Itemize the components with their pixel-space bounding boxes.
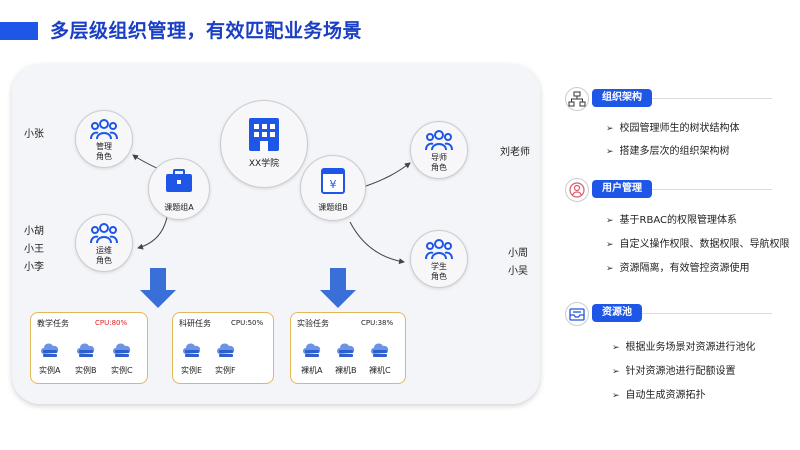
cloud-server-icon <box>337 343 355 357</box>
ops-role-node: 运维 角色 <box>75 214 133 272</box>
section-title-pool: 资源池 <box>592 304 642 322</box>
instance-label: 实例A <box>39 366 61 375</box>
person-mentor: 刘老师 <box>500 147 530 158</box>
ops-role-line2: 角色 <box>96 256 112 265</box>
bullet-item: ➢自定义操作权限、数据权限、导航权限 <box>606 239 790 250</box>
group-a-node: 课题组A <box>148 158 210 220</box>
instance-label: 实例B <box>75 366 97 375</box>
people-icon <box>425 239 453 260</box>
task-cpu: CPU:38% <box>361 319 394 327</box>
student-role-node: 学生 角色 <box>410 230 468 288</box>
group-a-label: 课题组A <box>164 203 194 212</box>
section-title-org: 组织架构 <box>592 89 652 107</box>
ops-role-line1: 运维 <box>96 246 112 255</box>
college-node: XX学院 <box>220 100 308 188</box>
cloud-server-icon <box>183 343 201 357</box>
group-b-node: ¥ 课题组B <box>300 155 366 221</box>
svg-text:¥: ¥ <box>330 178 337 191</box>
section-title-users: 用户管理 <box>592 180 652 198</box>
briefcase-icon <box>166 169 192 192</box>
mentor-role-node: 导师 角色 <box>410 121 468 179</box>
bullet-item: ➢基于RBAC的权限管理体系 <box>606 215 738 226</box>
person-admin: 小张 <box>24 129 44 140</box>
building-icon <box>249 118 279 151</box>
task-title: 实验任务 <box>297 319 329 328</box>
mentor-role-line2: 角色 <box>431 163 447 172</box>
user-icon <box>565 178 589 202</box>
group-b-label: 课题组B <box>318 203 348 212</box>
cloud-server-icon <box>41 343 59 357</box>
bullet-item: ➢自动生成资源拓扑 <box>612 390 706 401</box>
bullet-item: ➢校园管理师生的树状结构体 <box>606 123 740 134</box>
person-student-2: 小吴 <box>508 266 528 277</box>
people-icon <box>425 130 453 151</box>
inbox-icon <box>565 302 589 326</box>
task-lab: 实验任务 CPU:38% 裸机A 裸机B 裸机C <box>290 312 406 384</box>
college-label: XX学院 <box>248 159 280 169</box>
student-role-line1: 学生 <box>431 262 447 271</box>
task-title: 科研任务 <box>179 319 211 328</box>
bullet-item: ➢根据业务场景对资源进行池化 <box>612 342 756 353</box>
task-research: 科研任务 CPU:50% 实例E 实例F <box>172 312 274 384</box>
task-teaching: 教学任务 CPU:80% 实例A 实例B 实例C <box>30 312 148 384</box>
instance-label: 实例E <box>181 366 203 375</box>
cloud-server-icon <box>113 343 131 357</box>
org-chart-icon <box>565 87 589 111</box>
cloud-server-icon <box>217 343 235 357</box>
cloud-server-icon <box>371 343 389 357</box>
instance-label: 裸机C <box>369 366 391 375</box>
admin-role-line1: 管理 <box>96 142 112 151</box>
header-accent-bar <box>0 22 38 40</box>
bullet-item: ➢针对资源池进行配额设置 <box>612 366 736 377</box>
person-ops-1: 小胡 <box>24 226 44 237</box>
person-student-1: 小周 <box>508 248 528 259</box>
people-icon <box>90 119 118 140</box>
admin-role-node: 管理 角色 <box>75 110 133 168</box>
people-icon <box>90 223 118 244</box>
cloud-server-icon <box>77 343 95 357</box>
task-cpu: CPU:80% <box>95 319 128 327</box>
student-role-line2: 角色 <box>431 272 447 281</box>
cloud-server-icon <box>303 343 321 357</box>
instance-label: 实例C <box>111 366 133 375</box>
bullet-item: ➢搭建多层次的组织架构树 <box>606 146 730 157</box>
page-title: 多层级组织管理，有效匹配业务场景 <box>50 20 363 42</box>
person-ops-2: 小王 <box>24 244 44 255</box>
admin-role-line2: 角色 <box>96 152 112 161</box>
invoice-icon: ¥ <box>321 168 345 194</box>
task-cpu: CPU:50% <box>231 319 264 327</box>
instance-label: 裸机B <box>335 366 357 375</box>
down-arrow-icon <box>140 268 176 308</box>
mentor-role-line1: 导师 <box>431 153 447 162</box>
section-divider <box>592 98 772 99</box>
section-divider <box>592 313 772 314</box>
person-ops-3: 小李 <box>24 262 44 273</box>
section-divider <box>592 189 772 190</box>
instance-label: 实例F <box>215 366 236 375</box>
instance-label: 裸机A <box>301 366 323 375</box>
bullet-item: ➢资源隔离，有效管控资源使用 <box>606 263 750 274</box>
down-arrow-icon <box>320 268 356 308</box>
task-title: 教学任务 <box>37 319 69 328</box>
